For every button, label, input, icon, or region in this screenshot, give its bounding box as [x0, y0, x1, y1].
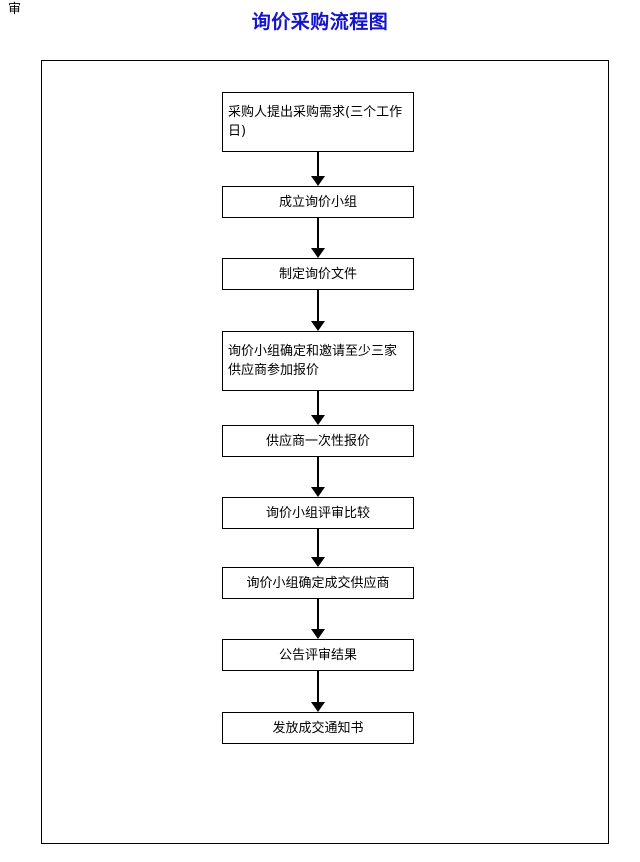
flow-node-announce-result[interactable]: 公告评审结果: [222, 639, 414, 671]
flow-node-label: 成立询价小组: [278, 194, 357, 210]
flow-node-label: 询价小组确定成交供应商: [246, 575, 390, 591]
flow-node-group-review-compare[interactable]: 询价小组评审比较: [222, 497, 414, 529]
flow-node-purchase-request[interactable]: 采购人提出采购需求(三个工作日): [222, 92, 414, 152]
flow-node-label: 询价小组评审比较: [265, 505, 370, 521]
page-title: 询价采购流程图: [251, 11, 389, 33]
flow-connector-7-8-line: [317, 599, 319, 629]
flow-node-issue-award-notice[interactable]: 发放成交通知书: [222, 712, 414, 744]
flow-connector-3-4-arrowhead: [311, 321, 325, 331]
flow-node-invite-suppliers[interactable]: 询价小组确定和邀请至少三家供应商参加报价: [222, 331, 414, 391]
flow-connector-2-3-arrowhead: [311, 248, 325, 258]
flow-connector-5-6-arrowhead: [311, 487, 325, 497]
flow-connector-5-6-line: [317, 457, 319, 487]
flow-node-label: 制定询价文件: [278, 266, 357, 282]
flow-connector-6-7-line: [317, 529, 319, 557]
flow-node-determine-winning-supplier[interactable]: 询价小组确定成交供应商: [222, 567, 414, 599]
flow-connector-4-5-arrowhead: [311, 415, 325, 425]
flow-node-label: 供应商一次性报价: [265, 433, 370, 449]
flow-node-form-inquiry-group[interactable]: 成立询价小组: [222, 186, 414, 218]
flow-connector-7-8-arrowhead: [311, 629, 325, 639]
flow-connector-4-5-line: [317, 391, 319, 415]
flow-node-label: 采购人提出采购需求(三个工作日): [228, 105, 403, 139]
flow-node-prepare-inquiry-document[interactable]: 制定询价文件: [222, 258, 414, 290]
flow-connector-1-2-arrowhead: [311, 176, 325, 186]
flow-connector-8-9-arrowhead: [311, 702, 325, 712]
flow-node-label: 发放成交通知书: [272, 720, 364, 736]
flow-connector-3-4-line: [317, 290, 319, 321]
flow-node-supplier-single-quote[interactable]: 供应商一次性报价: [222, 425, 414, 457]
flow-node-label: 询价小组确定和邀请至少三家供应商参加报价: [228, 344, 398, 378]
corner-character-mark: 审: [8, 2, 22, 17]
flow-connector-6-7-arrowhead: [311, 557, 325, 567]
flow-connector-8-9-line: [317, 671, 319, 702]
flow-connector-1-2-line: [317, 152, 319, 176]
flow-node-label: 公告评审结果: [278, 647, 357, 663]
flow-connector-2-3-line: [317, 218, 319, 248]
